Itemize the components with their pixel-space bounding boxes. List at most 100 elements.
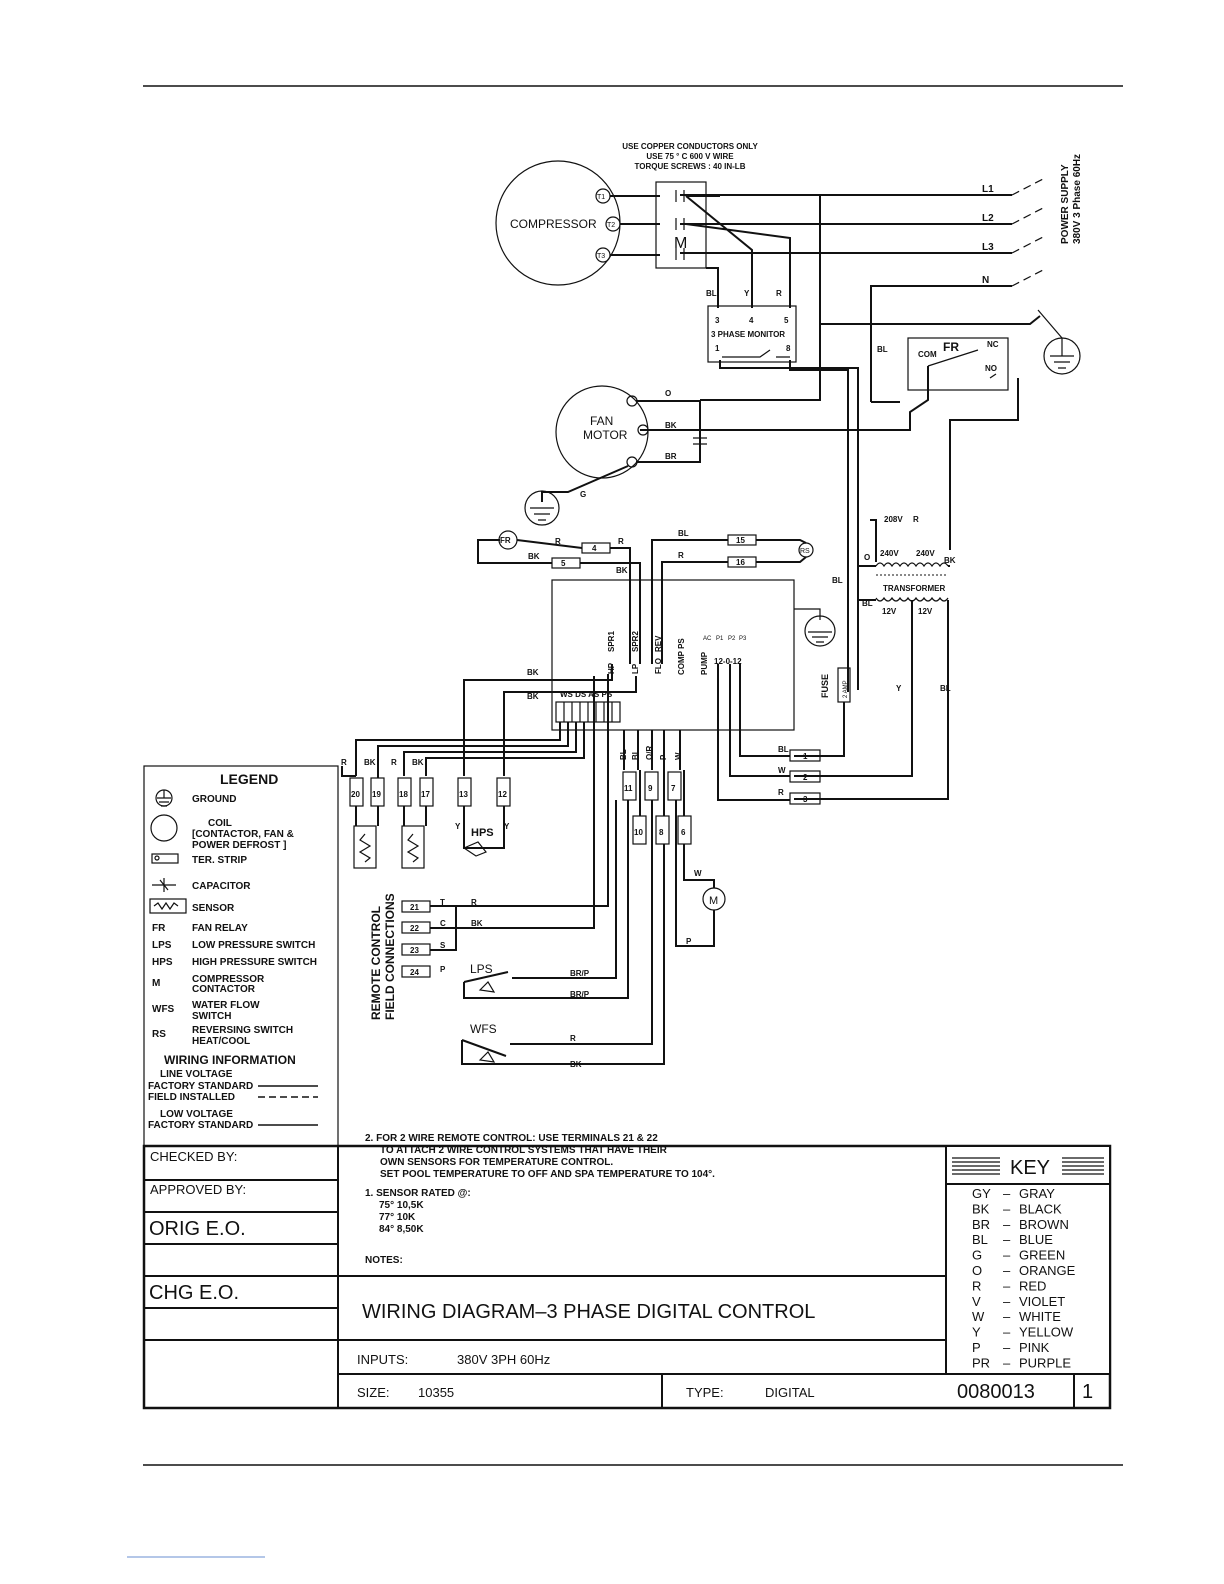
legend-rs-1: REVERSING SWITCH <box>192 1025 293 1036</box>
tstrip-right-wire-bl: BL <box>778 745 789 754</box>
key-code: BR <box>972 1217 990 1232</box>
chg-eo: CHG E.O. <box>149 1282 239 1304</box>
approved-by: APPROVED BY: <box>150 1182 246 1197</box>
fuse-label: FUSE <box>820 674 830 698</box>
remote-field-connections: REMOTE CONTROL FIELD CONNECTIONS 21 22 2… <box>369 674 665 1069</box>
transformer-wire-r: R <box>913 515 919 524</box>
fan-wire-g: G <box>580 490 586 499</box>
transformer-wire-bl-a: BL <box>862 599 873 608</box>
monitor-wire-bl: BL <box>706 289 717 298</box>
board-voltage: 12-0-12 <box>714 657 742 666</box>
board-flo: FLO <box>654 658 663 674</box>
wiring-info-title: WIRING INFORMATION <box>164 1053 296 1067</box>
transformer-wire-bl-b: BL <box>832 576 843 585</box>
pump-wire-p: P <box>686 937 692 946</box>
terminal-t3: T3 <box>597 253 605 260</box>
board-wire-w: W <box>674 752 683 760</box>
key-name: BLUE <box>1019 1232 1053 1247</box>
control-board: SPR1 SPR2 REV COMP PS PUMP HP LP FLO AC … <box>355 579 836 801</box>
power-supply-label: POWER SUPPLY 380V 3 Phase 60Hz <box>1060 154 1083 244</box>
board-wire-or: O/R <box>645 746 654 760</box>
fan-relay-label: FR <box>943 340 959 354</box>
relay-term-4: 4 <box>592 544 597 553</box>
tstrip-17: 17 <box>421 790 430 799</box>
relay-wire-r-c: R <box>678 551 684 560</box>
legend-sym-rs: RS <box>152 1029 166 1040</box>
legend-coil-3: POWER DEFROST ] <box>192 840 286 851</box>
note1-line-1: 1. SENSOR RATED @: <box>365 1188 471 1199</box>
line-l1: L1 <box>982 184 994 195</box>
board-p1: P1 <box>716 636 724 642</box>
key-dash: – <box>1003 1278 1011 1293</box>
transformer-240v-a: 240V <box>880 549 899 558</box>
legend-m-2: CONTACTOR <box>192 984 256 995</box>
compressor-contactor: M <box>655 181 791 308</box>
transformer-12v-a: 12V <box>882 607 897 616</box>
power-supply-rating: 380V 3 Phase 60Hz <box>1072 154 1083 244</box>
board-sensor-block: WS DS AS PS <box>560 690 613 699</box>
key-code: P <box>972 1340 981 1355</box>
fan-wire-o: O <box>665 389 671 398</box>
monitor-terminal-3: 3 <box>715 316 720 325</box>
transformer-wire-bl-c: BL <box>940 684 951 693</box>
remote-term-23: 23 <box>410 946 419 955</box>
legend-sym-lps: LPS <box>152 940 172 951</box>
tstrip-right-2: 2 <box>803 773 808 782</box>
tstrip-11: 11 <box>624 784 633 793</box>
type-value: DIGITAL <box>765 1385 815 1400</box>
legend-m-1: COMPRESSOR <box>192 974 265 985</box>
monitor-wire-r: R <box>776 289 782 298</box>
key-name: RED <box>1019 1278 1046 1293</box>
legend-coil-2: [CONTACTOR, FAN & <box>192 829 294 840</box>
transformer-wire-y: Y <box>896 684 902 693</box>
key-dash: – <box>1003 1232 1011 1247</box>
board-rev: REV <box>654 635 663 652</box>
key-code: PR <box>972 1355 990 1370</box>
legend-fan-relay: FAN RELAY <box>192 923 248 934</box>
sheet-number: 1 <box>1082 1381 1093 1403</box>
board-p3: P3 <box>739 636 747 642</box>
remote-code-p: P <box>440 965 446 974</box>
legend-rs-2: HEAT/COOL <box>192 1036 250 1047</box>
key-dash: – <box>1003 1217 1011 1232</box>
board-wire-bk-a: BK <box>527 668 539 677</box>
fan-relay-nc: NC <box>987 340 999 349</box>
legend-coil-1: COIL <box>208 818 232 829</box>
legend-lps: LOW PRESSURE SWITCH <box>192 940 315 951</box>
board-p2: P2 <box>728 636 736 642</box>
tstrip-19: 19 <box>372 790 381 799</box>
note1-line-3: 77° 10K <box>379 1212 416 1223</box>
wire-notice: USE COPPER CONDUCTORS ONLY USE 75 ° C 60… <box>622 142 758 171</box>
fan-motor-label1: FAN <box>590 414 613 428</box>
pump-motor-m: M <box>709 895 718 907</box>
board-ac: AC <box>703 636 712 642</box>
wiring-low-voltage: LOW VOLTAGE <box>160 1109 233 1120</box>
key-code: BK <box>972 1201 990 1216</box>
remote-wire-r: R <box>471 898 477 907</box>
legend-title: LEGEND <box>220 771 278 787</box>
remote-title-2: FIELD CONNECTIONS <box>383 893 397 1020</box>
notice-line-1: USE COPPER CONDUCTORS ONLY <box>622 142 758 151</box>
color-key: KEY GY–GRAYBK–BLACKBR–BROWNBL–BLUEG–GREE… <box>945 1145 1111 1375</box>
drawing-number: 0080013 <box>957 1381 1035 1403</box>
title-block: CHECKED BY: APPROVED BY: ORIG E.O. CHG E… <box>142 1144 1112 1410</box>
tstrip-top-r-b: R <box>391 758 397 767</box>
legend-sym-fr: FR <box>152 923 166 934</box>
legend-capacitor: CAPACITOR <box>192 881 251 892</box>
relay-wire-bl: BL <box>678 529 689 538</box>
key-name: ORANGE <box>1019 1263 1076 1278</box>
key-code: BL <box>972 1232 988 1247</box>
ground-icon <box>1037 309 1081 375</box>
relay-wire-r-a: R <box>555 537 561 546</box>
key-name: BROWN <box>1019 1217 1069 1232</box>
key-code: R <box>972 1278 981 1293</box>
tstrip-right-wire-w: W <box>778 766 786 775</box>
monitor-terminal-5: 5 <box>784 316 789 325</box>
fan-wire-br: BR <box>665 452 677 461</box>
relay-term-15: 15 <box>736 536 745 545</box>
pump-wire-w: W <box>694 869 702 878</box>
tstrip-right-3: 3 <box>803 795 808 804</box>
three-phase-monitor: 3 PHASE MONITOR 3 4 5 1 8 BL Y R <box>700 195 859 692</box>
transformer-208v: 208V <box>884 515 903 524</box>
inputs-value: 380V 3PH 60Hz <box>457 1352 550 1367</box>
